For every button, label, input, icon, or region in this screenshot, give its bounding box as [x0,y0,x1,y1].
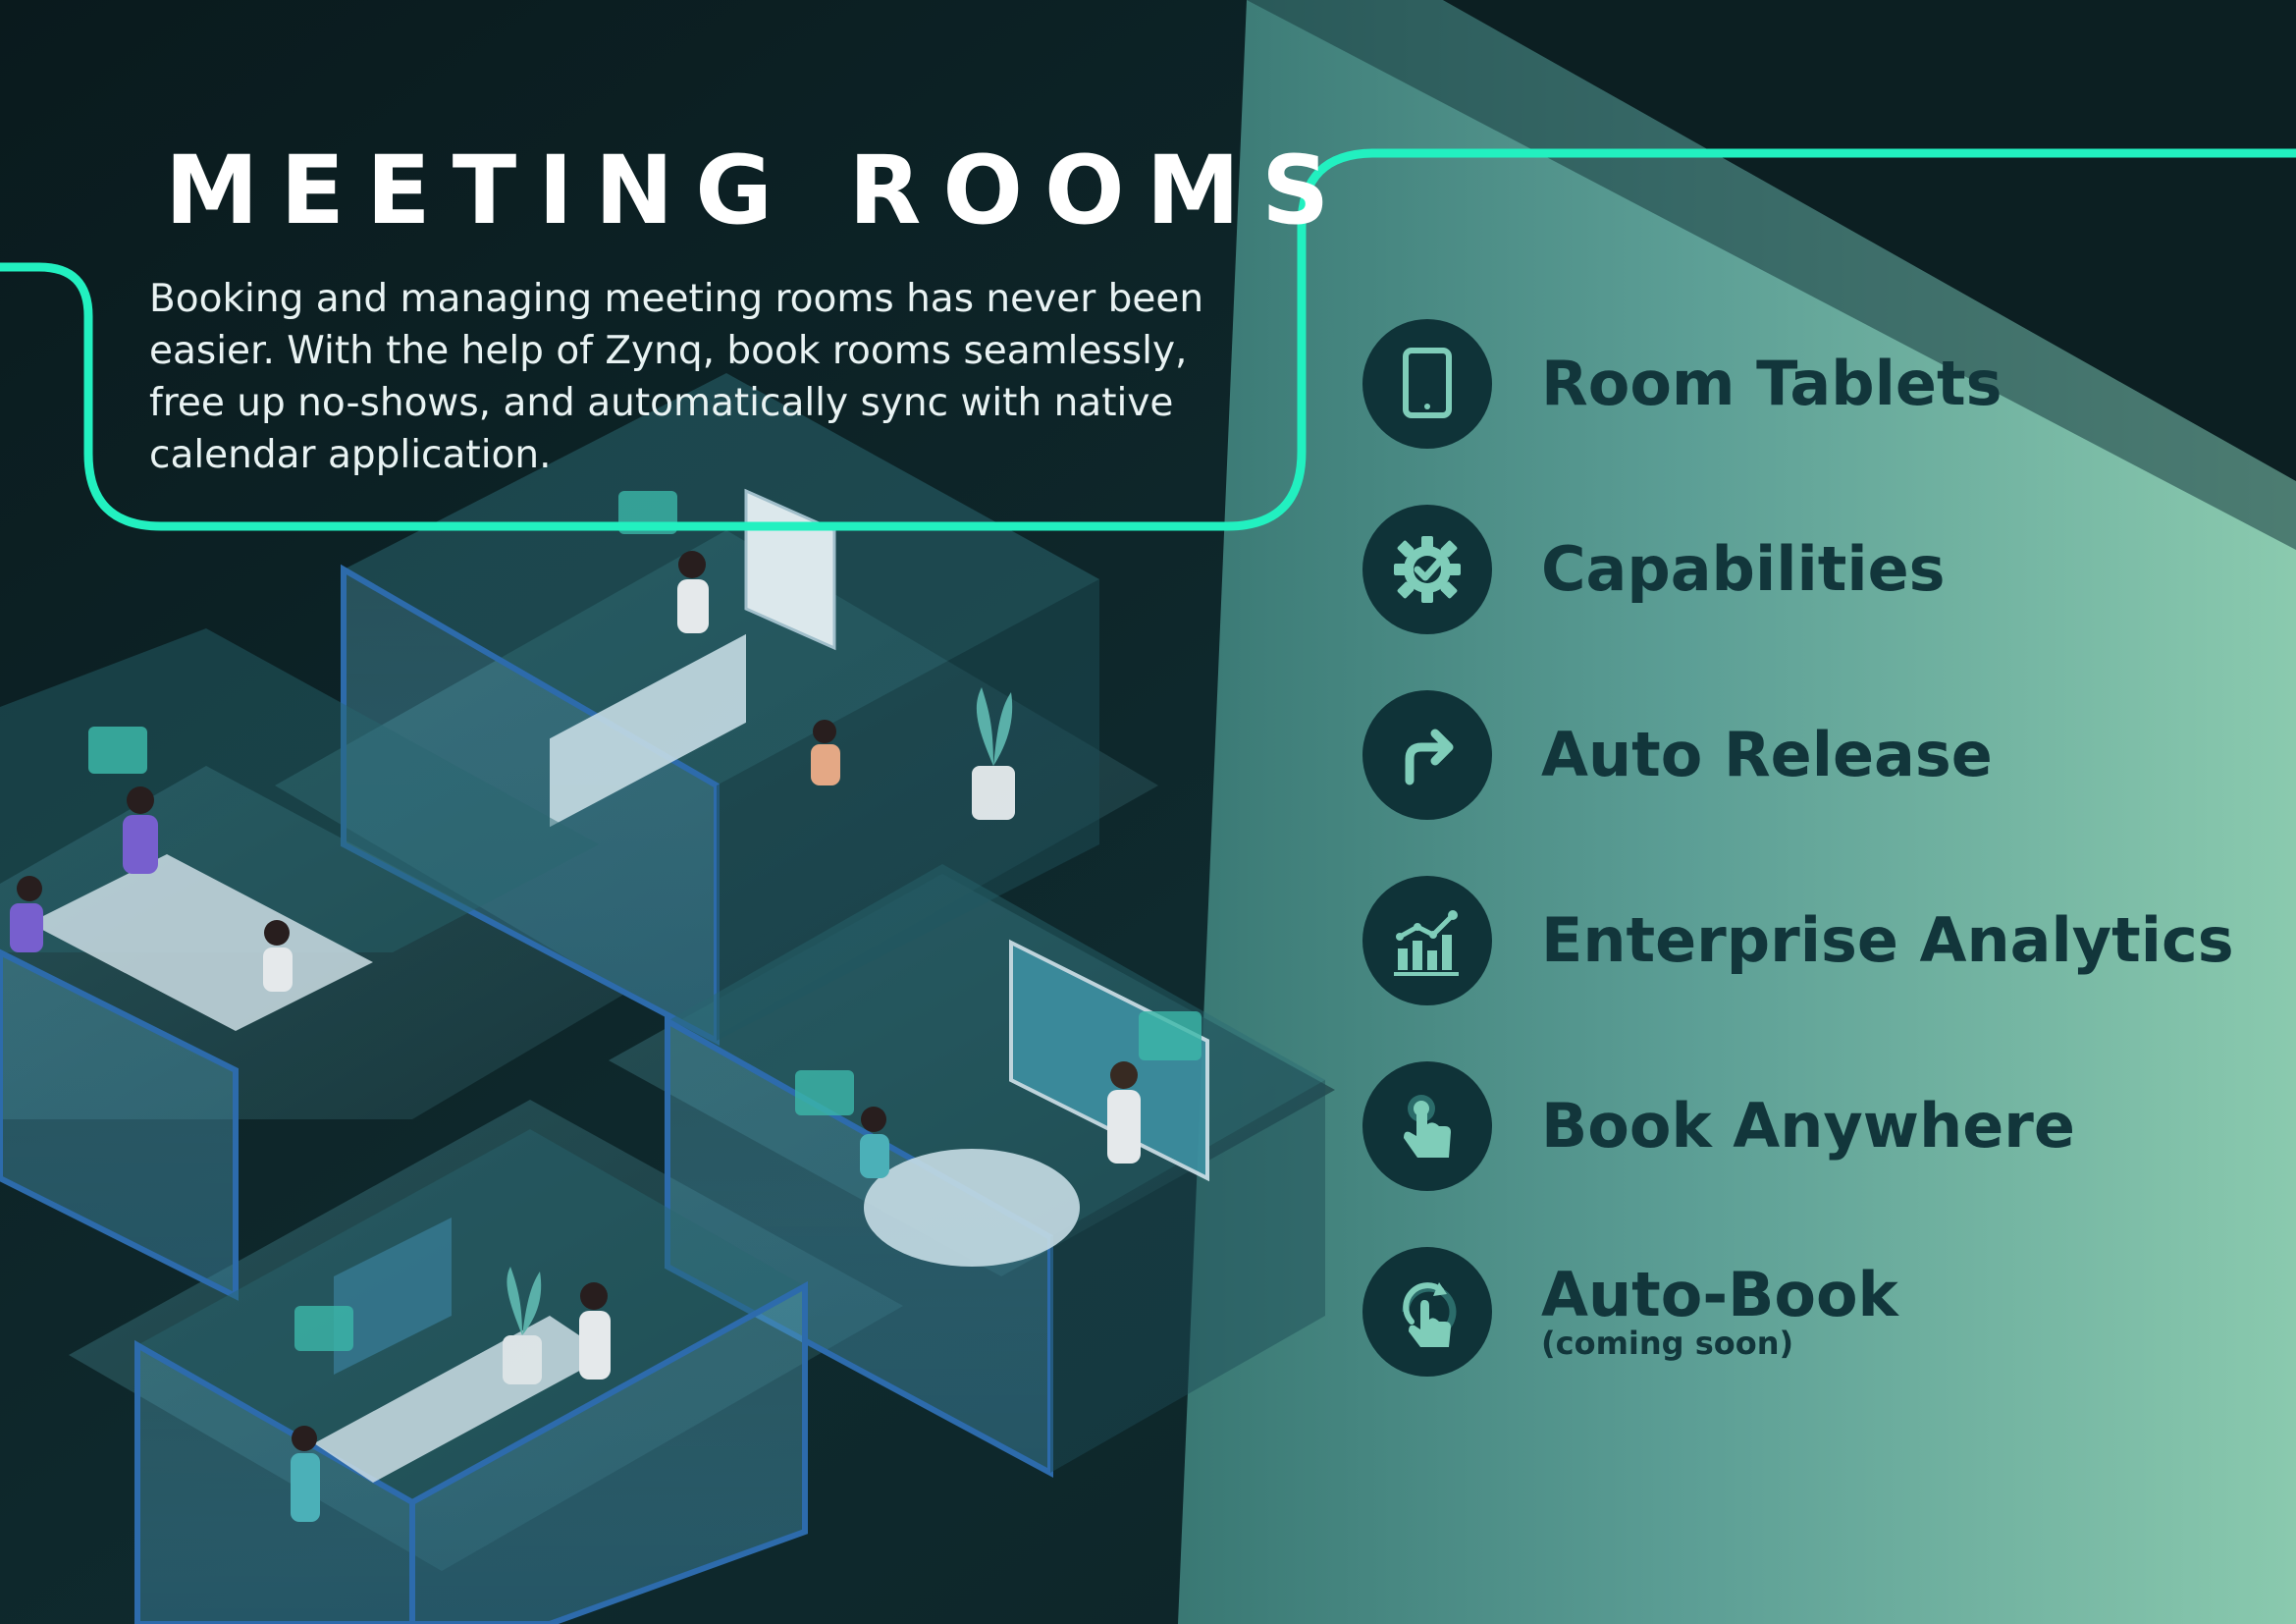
feature-book-anywhere: Book Anywhere [1362,1061,2275,1191]
page-title: MEETING ROOMS [165,135,1352,245]
tap-finger-icon [1362,1061,1492,1191]
finger-refresh-icon [1362,1247,1492,1377]
feature-capabilities: Capabilities [1362,505,2275,634]
feature-enterprise-analytics: Enterprise Analytics [1362,876,2275,1005]
tablet-icon [1362,319,1492,449]
feature-label: Book Anywhere [1541,1090,2075,1163]
coming-soon-note: (coming soon) [1541,1324,1794,1362]
feature-label: Room Tablets [1541,348,2002,420]
feature-auto-book: Auto-Book (coming soon) [1362,1247,2275,1377]
feature-label: Capabilities [1541,533,1946,606]
feature-label: Auto Release [1541,719,1993,791]
gear-check-icon [1362,505,1492,634]
feature-room-tablets: Room Tablets [1362,319,2275,449]
feature-label: Auto-Book [1541,1258,1898,1330]
intro-paragraph: Booking and managing meeting rooms has n… [149,277,1204,477]
feature-auto-release: Auto Release [1362,690,2275,820]
arrow-turn-right-icon [1362,690,1492,820]
bar-chart-icon [1362,876,1492,1005]
feature-label: Enterprise Analytics [1541,904,2234,977]
